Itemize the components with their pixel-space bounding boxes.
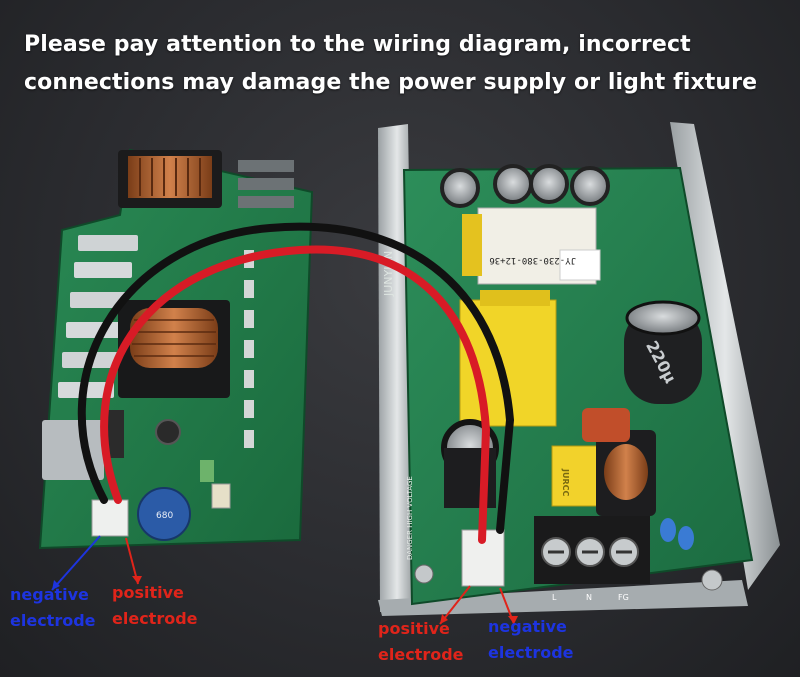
middle-transformer	[118, 300, 230, 398]
right-negative-label: negative electrode	[488, 617, 574, 662]
module-marking: JY-230-380-12+36	[489, 255, 576, 265]
label-arrows	[51, 535, 518, 625]
headline-line-1: Please pay attention to the wiring diagr…	[24, 32, 691, 57]
left-positive-label: positive electrode	[112, 583, 198, 628]
pin-L: L	[552, 593, 557, 602]
warning-marking: DANGER HIGH VOLTAGE	[406, 476, 414, 560]
blue-capacitor: 680	[137, 487, 191, 541]
common-mode-choke: JURCC	[551, 430, 656, 516]
left-negative-label: negative electrode	[10, 585, 96, 630]
warning-headline: Please pay attention to the wiring diagr…	[24, 26, 784, 102]
headline-line-2: connections may damage the power supply …	[24, 70, 758, 95]
pin-N: N	[586, 593, 592, 602]
connection-wires	[77, 222, 515, 544]
left-driver-board: 680	[38, 148, 314, 550]
cap-blue-marking: 680	[156, 511, 173, 521]
right-positive-label: positive electrode	[378, 619, 464, 664]
top-transformer	[118, 150, 222, 208]
main-capacitor: 220μ	[624, 300, 702, 404]
pin-FG: FG	[618, 593, 629, 602]
power-module: JY-230-380-12+36	[462, 207, 601, 285]
terminal-block	[534, 516, 650, 584]
top-capacitors	[440, 164, 610, 208]
right-power-supply: JY-230-380-12+36 220μ JURCC	[378, 122, 780, 616]
choke-marking: JURCC	[561, 468, 570, 497]
